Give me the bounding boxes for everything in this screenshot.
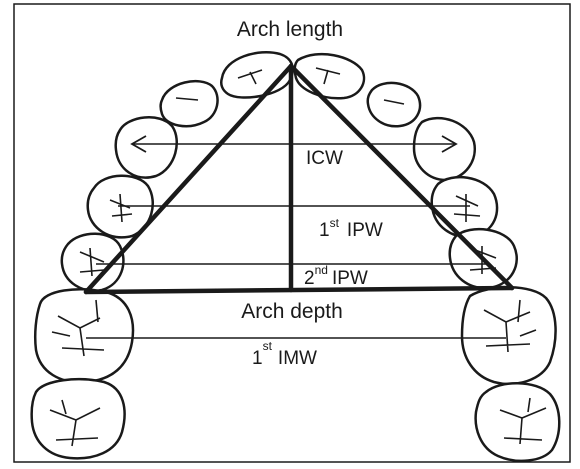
arch-length-left-line	[83, 63, 294, 295]
icw-arrow-right	[441, 135, 458, 153]
arch-length-right-line	[288, 63, 515, 291]
intermolar-base-line	[83, 285, 515, 295]
tooth-upper-left-lateral-incisor	[159, 79, 219, 128]
second-ipw-number: 2	[304, 268, 315, 289]
first-imw-label: 1stIMW	[252, 339, 317, 369]
tooth-upper-left-first-molar	[33, 288, 135, 384]
first-ipw-text: IPW	[347, 220, 383, 241]
tooth-upper-right-canine	[412, 116, 477, 182]
first-ipw-superscript: st	[330, 216, 340, 230]
second-ipw-superscript: nd	[315, 263, 328, 277]
icw-arrowheads	[130, 135, 458, 153]
tooth-upper-left-canine	[114, 116, 178, 179]
first-ipw-number: 1	[319, 220, 330, 241]
arch-length-label: Arch length	[237, 18, 343, 41]
first-ipw-label: 1st IPW	[319, 216, 383, 241]
first-imw-text: IMW	[278, 348, 317, 369]
tooth-upper-right-lateral-incisor	[366, 81, 422, 128]
icw-arrow-left	[130, 135, 147, 153]
diagram-frame	[13, 3, 571, 463]
arch-depth-label: Arch depth	[241, 300, 343, 323]
tooth-fissures	[49, 67, 547, 447]
tooth-upper-right-second-molar	[474, 382, 561, 463]
second-ipw-text: IPW	[332, 268, 368, 289]
arch-triangle	[83, 63, 515, 295]
tooth-upper-right-first-premolar	[430, 176, 499, 238]
tooth-upper-right-first-molar	[460, 286, 557, 386]
icw-label: ICW	[306, 148, 343, 169]
first-imw-superscript: st	[263, 339, 273, 353]
first-imw-number: 1	[252, 348, 263, 369]
second-ipw-label: 2nd IPW	[304, 263, 368, 289]
tooth-upper-right-central-incisor	[293, 52, 366, 100]
